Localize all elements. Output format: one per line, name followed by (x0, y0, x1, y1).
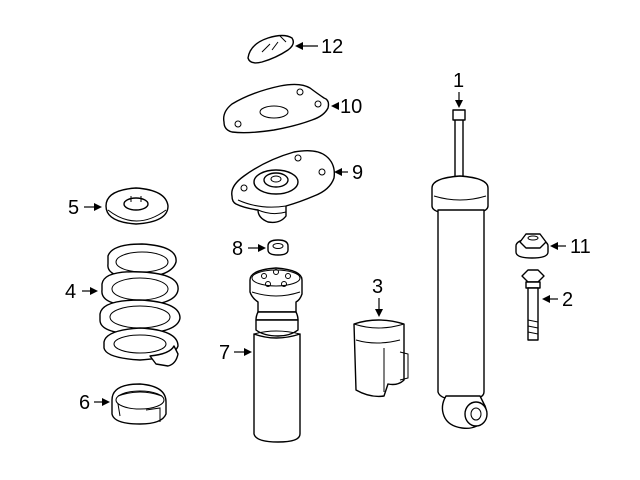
callout-6-label: 6 (79, 392, 90, 414)
part-9-strut-mount (231, 149, 336, 224)
callout-1-label: 1 (453, 70, 464, 92)
callout-3-label: 3 (372, 276, 383, 298)
callout-8-label: 8 (232, 238, 243, 260)
callout-3: 3 (372, 276, 383, 317)
part-12-cap (247, 34, 295, 64)
callout-7-label: 7 (219, 342, 230, 364)
callout-10-label: 10 (340, 96, 362, 118)
callout-8: 8 (232, 238, 266, 260)
part-1-shock-absorber (431, 109, 489, 430)
part-2-bolt (521, 269, 545, 341)
part-8-nut (267, 239, 289, 256)
callout-4-label: 4 (65, 281, 76, 303)
callout-9: 9 (334, 162, 363, 184)
callout-9-label: 9 (352, 162, 363, 184)
part-3-shield (353, 319, 409, 398)
part-10-gasket (222, 83, 330, 134)
callout-2-label: 2 (562, 289, 573, 311)
part-5-upper-seat (105, 187, 169, 225)
callout-2: 2 (542, 289, 573, 311)
callout-12: 12 (295, 36, 343, 58)
callout-12-label: 12 (321, 36, 343, 58)
part-11-flange-nut (515, 233, 549, 259)
callout-11-label: 11 (570, 236, 591, 258)
part-7-dust-boot (249, 267, 303, 443)
part-6-lower-pad (111, 383, 167, 425)
callout-1: 1 (453, 70, 464, 108)
callout-5-label: 5 (68, 197, 79, 219)
callout-6: 6 (79, 392, 110, 414)
callout-4: 4 (65, 281, 98, 303)
part-4-coil-spring (99, 243, 181, 367)
callout-7: 7 (219, 342, 252, 364)
callout-10: 10 (331, 96, 362, 118)
callout-5: 5 (68, 197, 102, 219)
callout-11: 11 (550, 236, 591, 258)
